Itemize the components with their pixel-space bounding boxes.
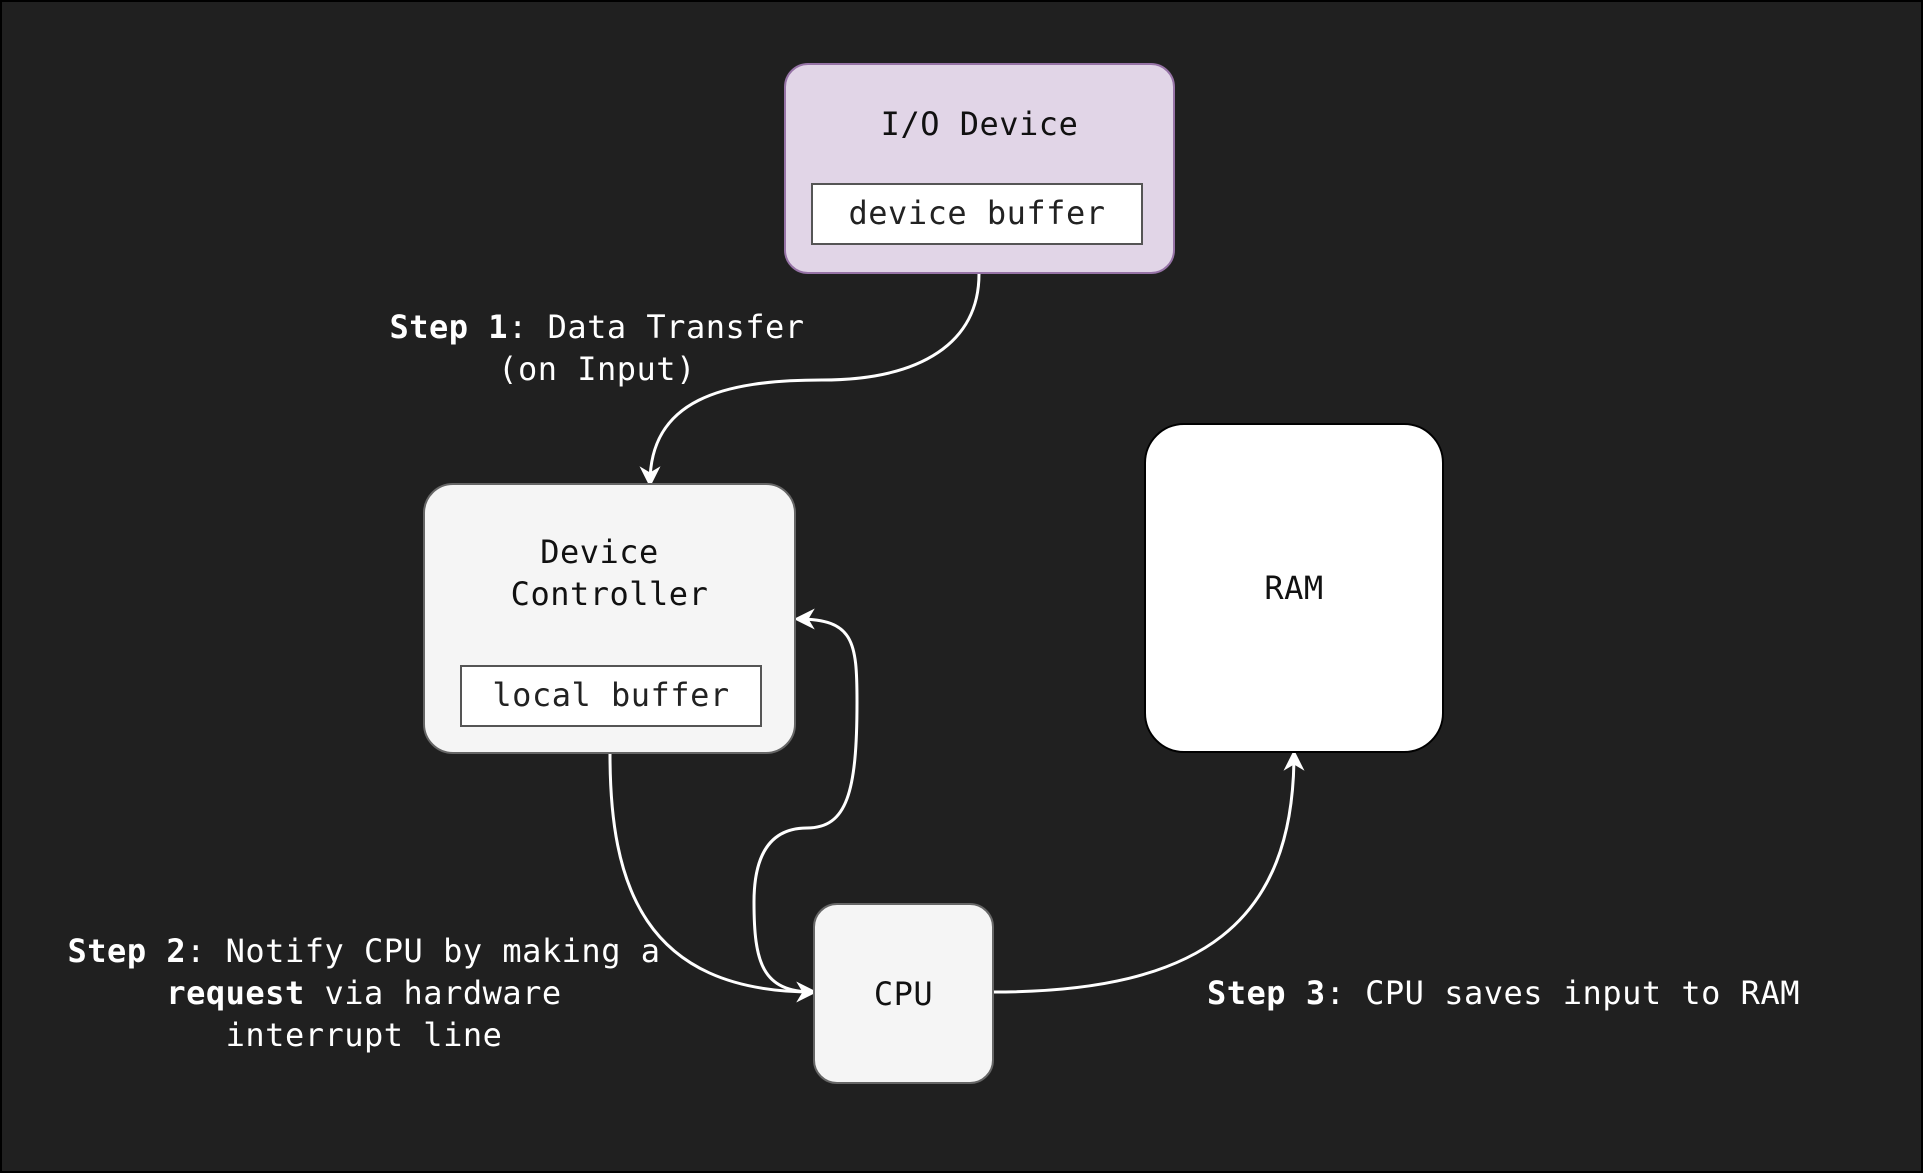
device-controller-node[interactable]: Device Controller local buffer bbox=[423, 483, 796, 754]
edge-controller-to-cpu bbox=[608, 753, 818, 1003]
edge-cpu-to-ram bbox=[993, 749, 1305, 994]
cpu-title: CPU bbox=[873, 975, 934, 1013]
step1-rest: : Data Transfer bbox=[508, 308, 805, 346]
step2-request-bold: request bbox=[166, 974, 305, 1012]
local-buffer: local buffer bbox=[460, 665, 762, 727]
edge-cpu-to-controller bbox=[752, 608, 859, 994]
step2-line2-rest: via hardware bbox=[304, 974, 562, 1012]
step2-bold: Step 2 bbox=[67, 932, 187, 970]
device-controller-title-line2: Controller bbox=[510, 575, 709, 613]
ram-node[interactable]: RAM bbox=[1144, 423, 1444, 753]
step1-label: Step 1: Data Transfer (on Input) bbox=[362, 306, 832, 390]
edge-io-to-controller bbox=[639, 273, 981, 488]
ram-title: RAM bbox=[1264, 569, 1324, 607]
device-buffer: device buffer bbox=[811, 183, 1143, 245]
step2-rest: : Notify CPU by making a bbox=[186, 932, 661, 970]
io-device-title: I/O Device bbox=[880, 105, 1079, 143]
step3-rest: : CPU saves input to RAM bbox=[1325, 974, 1800, 1012]
step1-line2: (on Input) bbox=[498, 350, 696, 388]
cpu-node[interactable]: CPU bbox=[813, 903, 994, 1084]
step3-label: Step 3: CPU saves input to RAM bbox=[1207, 972, 1867, 1014]
step1-bold: Step 1 bbox=[389, 308, 509, 346]
step3-bold: Step 3 bbox=[1207, 974, 1326, 1012]
step2-line3: interrupt line bbox=[225, 1016, 503, 1054]
step2-label: Step 2: Notify CPU by making a request v… bbox=[24, 930, 704, 1056]
device-controller-title-line1: Device bbox=[540, 533, 659, 571]
io-device-node[interactable]: I/O Device device buffer bbox=[784, 63, 1175, 274]
